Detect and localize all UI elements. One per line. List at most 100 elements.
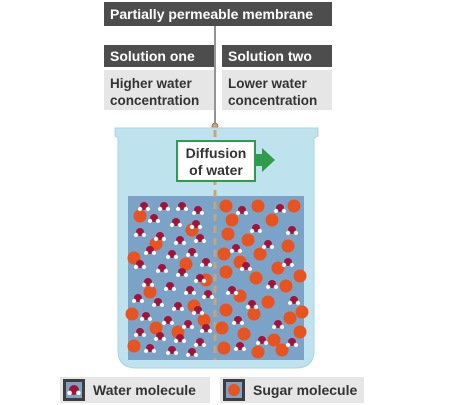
diffusion-label: Diffusion of water bbox=[176, 140, 256, 182]
solution-one-label-text: Solution one bbox=[110, 48, 195, 64]
solution-one-label: Solution one bbox=[104, 45, 214, 67]
water-molecule bbox=[173, 236, 187, 246]
water-molecule bbox=[245, 300, 259, 310]
diffusion-arrow bbox=[255, 148, 275, 172]
water-molecule bbox=[131, 294, 145, 304]
water-molecule bbox=[285, 338, 299, 348]
water-molecule bbox=[175, 202, 189, 212]
water-molecule bbox=[153, 232, 167, 242]
water-molecule bbox=[229, 244, 243, 254]
water-molecule bbox=[185, 348, 199, 358]
water-molecule bbox=[137, 202, 151, 212]
sugar-molecule bbox=[251, 199, 265, 213]
water-molecule bbox=[249, 224, 263, 234]
solution-two-label: Solution two bbox=[222, 45, 332, 67]
sugar-molecule bbox=[287, 199, 301, 213]
legend-sugar-label: Sugar molecule bbox=[253, 382, 358, 398]
sugar-molecule bbox=[237, 327, 251, 341]
water-molecule bbox=[183, 286, 197, 296]
legend-water-label: Water molecule bbox=[93, 382, 196, 398]
solution-two-description: Lower water concentration bbox=[222, 70, 332, 110]
water-molecule bbox=[199, 258, 213, 268]
sugar-molecule bbox=[219, 303, 233, 317]
water-molecule bbox=[143, 344, 157, 354]
legend-sugar: Sugar molecule bbox=[220, 377, 364, 403]
water-molecule bbox=[193, 338, 207, 348]
sugar-molecule bbox=[283, 311, 297, 325]
membrane-label: Partially permeable membrane bbox=[104, 2, 332, 26]
sugar-molecule bbox=[253, 247, 267, 261]
water-molecule bbox=[165, 250, 179, 260]
sugar-molecule bbox=[221, 227, 235, 241]
sugar-molecule bbox=[219, 265, 233, 279]
water-molecule bbox=[143, 246, 157, 256]
water-molecule bbox=[193, 234, 207, 244]
water-molecule bbox=[225, 286, 239, 296]
sugar-molecule bbox=[271, 261, 285, 275]
sugar-molecule bbox=[143, 285, 157, 299]
solution-one-description: Higher water concentration bbox=[104, 70, 214, 110]
water-molecule bbox=[199, 324, 213, 334]
water-molecule bbox=[185, 248, 199, 258]
sugar-molecule bbox=[133, 209, 147, 223]
water-molecule bbox=[171, 302, 185, 312]
water-molecule bbox=[161, 316, 175, 326]
water-molecule bbox=[169, 218, 183, 228]
water-molecule bbox=[271, 320, 285, 330]
sugar-molecule bbox=[127, 339, 141, 353]
sugar-molecule-swatch bbox=[223, 379, 245, 401]
sugar-molecule bbox=[125, 307, 139, 321]
water-molecule bbox=[147, 214, 161, 224]
diffusion-label-line1: Diffusion bbox=[185, 145, 247, 161]
solution-one-desc-line1: Higher water bbox=[110, 76, 192, 91]
sugar-molecule bbox=[293, 269, 307, 283]
water-molecule bbox=[287, 296, 301, 306]
water-molecule bbox=[255, 336, 269, 346]
water-molecule bbox=[265, 280, 279, 290]
sugar-molecule bbox=[279, 279, 293, 293]
water-molecule bbox=[165, 346, 179, 356]
solution-two-desc-line2: concentration bbox=[228, 93, 318, 108]
water-molecule bbox=[175, 268, 189, 278]
water-molecule bbox=[285, 226, 299, 236]
sugar-molecule bbox=[149, 321, 163, 335]
sugar-molecule bbox=[295, 305, 309, 319]
water-molecule bbox=[151, 298, 165, 308]
water-molecule bbox=[193, 274, 207, 284]
water-molecule bbox=[133, 328, 147, 338]
sugar-molecule bbox=[219, 199, 233, 213]
water-molecule bbox=[181, 320, 195, 330]
sugar-molecule bbox=[241, 233, 255, 247]
water-molecule bbox=[157, 202, 171, 212]
sugar-molecule bbox=[225, 213, 239, 227]
sugar-molecule bbox=[247, 307, 261, 321]
solution-two-label-text: Solution two bbox=[228, 48, 312, 64]
water-molecule bbox=[139, 312, 153, 322]
sugar-molecule bbox=[197, 313, 211, 327]
solution-two-desc-line1: Lower water bbox=[228, 76, 307, 91]
water-molecule bbox=[155, 264, 169, 274]
sugar-molecule bbox=[267, 333, 281, 347]
sugar-molecule bbox=[281, 239, 295, 253]
sugar-molecule bbox=[293, 325, 307, 339]
membrane-label-text: Partially permeable membrane bbox=[110, 6, 314, 22]
water-molecule bbox=[273, 204, 287, 214]
water-molecule bbox=[261, 240, 275, 250]
sugar-molecule bbox=[217, 341, 231, 355]
water-molecule bbox=[189, 220, 203, 230]
sugar-molecule bbox=[275, 343, 289, 357]
water-molecule bbox=[235, 206, 249, 216]
sugar-molecule bbox=[217, 247, 231, 261]
legend-water: Water molecule bbox=[60, 377, 210, 403]
molecules bbox=[125, 199, 309, 359]
water-molecule bbox=[231, 316, 245, 326]
water-molecule bbox=[239, 262, 253, 272]
water-molecule bbox=[133, 260, 147, 270]
water-molecule bbox=[191, 206, 205, 216]
water-molecule bbox=[233, 342, 247, 352]
water-molecule bbox=[141, 278, 155, 288]
sugar-molecule bbox=[249, 271, 263, 285]
water-molecule bbox=[163, 282, 177, 292]
water-molecule bbox=[173, 334, 187, 344]
